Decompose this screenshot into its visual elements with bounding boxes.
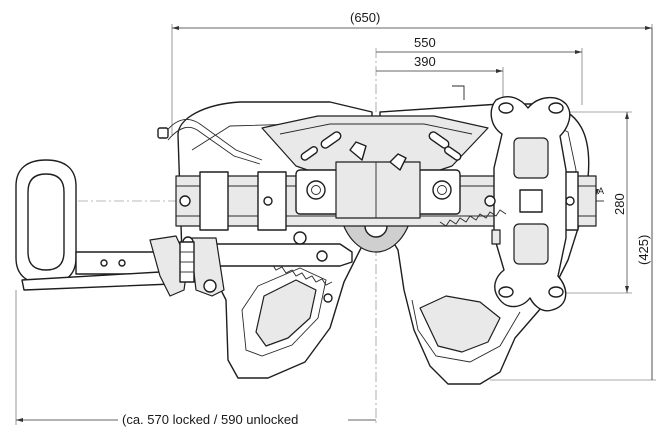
dim-280: 280 [612,193,627,215]
dim-390: 390 [414,54,436,69]
dimension-labels: (650) 550 390 280 (425) A (ca. 570 locke… [122,10,651,427]
coupling-body [15,96,597,385]
dimension-lines [15,24,656,425]
dim-425: (425) [636,235,651,265]
dim-overall-width: (650) [350,10,380,25]
dim-550: 550 [414,35,436,50]
dim-bottom-note: (ca. 570 locked / 590 unlocked [122,412,298,427]
section-marker-a: A [598,186,604,196]
